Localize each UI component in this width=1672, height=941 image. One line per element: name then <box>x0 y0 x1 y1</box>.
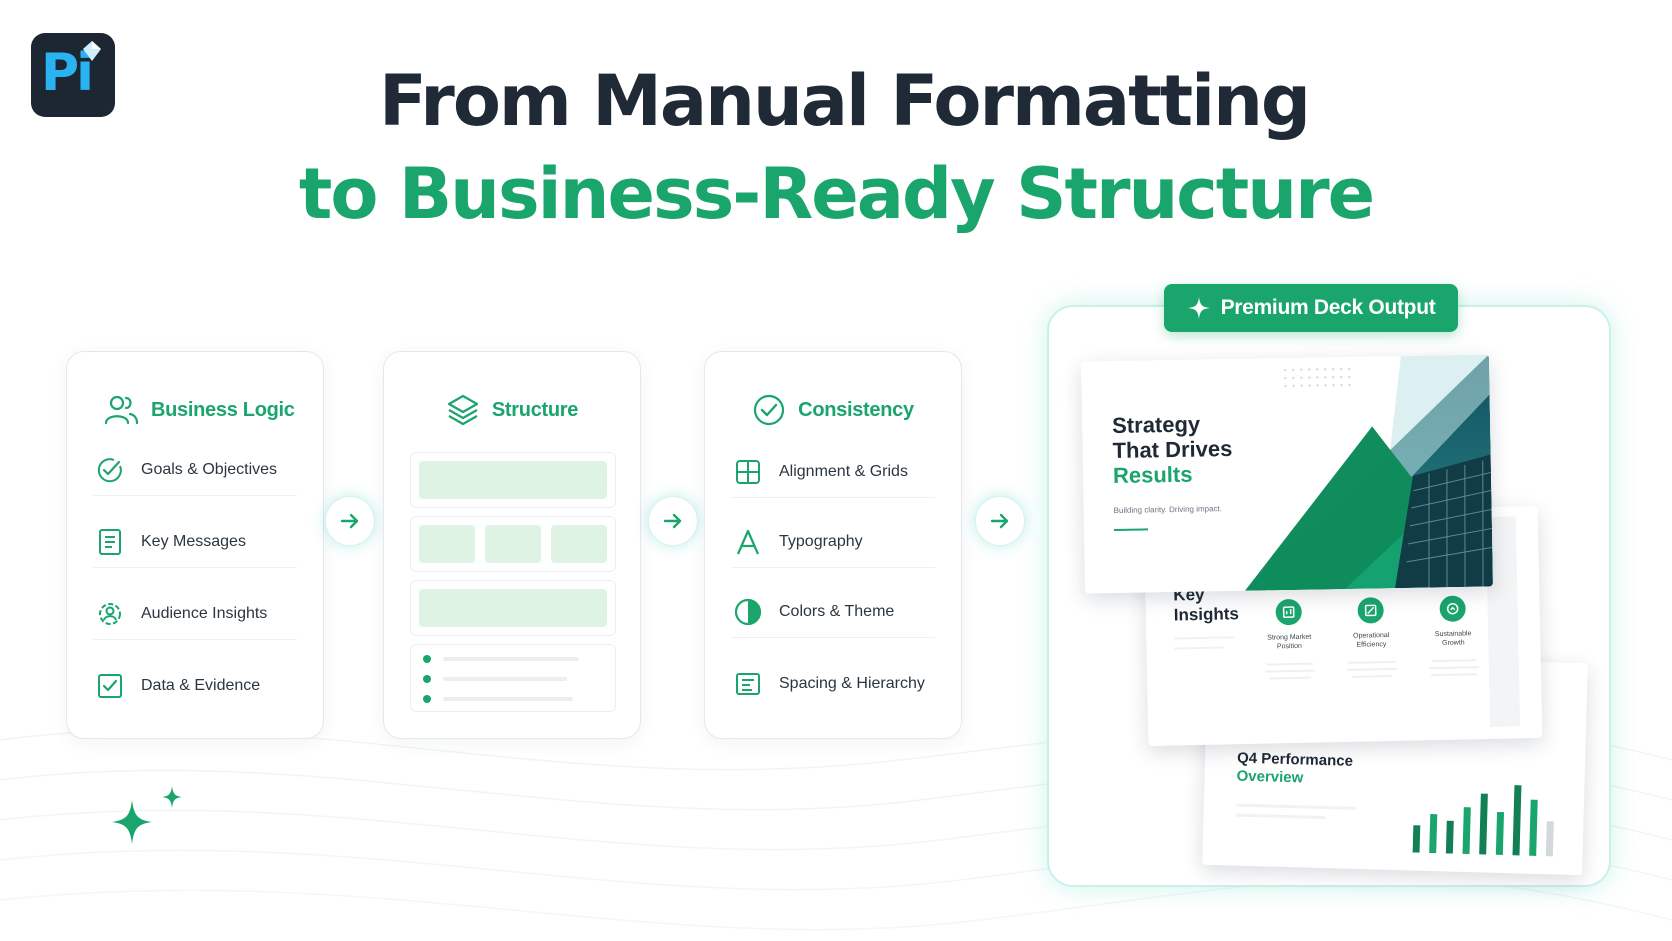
headline-line-2: to Business-Ready Structure <box>298 153 1375 235</box>
card-business-logic: Business Logic Goals & Objectives Key Me… <box>66 351 324 739</box>
slide-subtitle: Building clarity. Driving impact. <box>1113 504 1223 516</box>
chart-doc-icon <box>1282 606 1295 618</box>
list-item: Alignment & Grids <box>731 446 935 498</box>
list-item: Audience Insights <box>93 588 297 640</box>
card-consistency: Consistency Alignment & Grids Typography… <box>704 351 962 739</box>
chart-bar <box>1462 807 1471 855</box>
chart-bar <box>1529 799 1538 856</box>
premium-deck-output-badge: Premium Deck Output <box>1164 284 1458 332</box>
chart-bar <box>1412 825 1421 853</box>
slide-q4-performance: Q4 Performance Overview <box>1202 652 1588 876</box>
layout-block-body <box>410 580 616 636</box>
card-title: Structure <box>491 398 579 421</box>
diamond-icon <box>83 41 101 61</box>
bar-chart <box>1412 785 1554 857</box>
headline-line-1: From Manual Formatting <box>378 60 1311 142</box>
typography-icon <box>736 529 760 554</box>
growth-icon <box>1446 602 1459 615</box>
list-item: Colors & Theme <box>731 586 935 638</box>
building-image <box>1245 354 1493 591</box>
flow-arrow <box>648 496 698 546</box>
audience-gear-icon <box>99 602 121 625</box>
card-title: Consistency <box>798 398 914 421</box>
contrast-icon <box>734 598 762 625</box>
list-item: Data & Evidence <box>93 660 297 712</box>
check-circle-icon <box>754 394 785 426</box>
layout-block-columns <box>410 516 616 572</box>
sparkle-icon <box>1187 297 1210 319</box>
grid-icon <box>736 459 760 484</box>
flow-arrow <box>975 496 1025 546</box>
target-check-icon <box>97 457 122 482</box>
slide-title: Q4 Performance Overview <box>1236 749 1354 787</box>
slide-title: Strategy That Drives Results <box>1111 411 1233 489</box>
dot-pattern-decoration <box>1283 367 1351 388</box>
hierarchy-icon <box>736 673 760 695</box>
list-item: Typography <box>731 516 935 568</box>
flow-arrow <box>325 496 375 546</box>
layout-block-list <box>410 644 616 712</box>
list-item: Key Messages <box>93 516 297 568</box>
document-icon <box>99 528 121 555</box>
chart-bar <box>1545 821 1554 857</box>
card-structure: Structure <box>383 351 641 739</box>
sparkle-icon <box>112 786 182 844</box>
slide-strategy: Strategy That Drives Results Building cl… <box>1081 354 1493 594</box>
card-title: Business Logic <box>151 398 295 421</box>
users-icon <box>104 395 139 425</box>
chart-bar <box>1429 814 1438 854</box>
efficiency-icon <box>1364 604 1377 617</box>
app-logo[interactable]: Pi <box>31 33 115 117</box>
layers-icon <box>447 394 478 426</box>
chart-bar <box>1495 811 1505 856</box>
chart-bar <box>1445 820 1454 854</box>
chart-bar <box>1512 785 1522 856</box>
arrow-right-icon <box>340 513 359 529</box>
logo-text: Pi <box>41 43 94 103</box>
arrow-right-icon <box>990 513 1009 529</box>
arrow-right-icon <box>663 513 682 529</box>
list-item: Spacing & Hierarchy <box>731 658 935 710</box>
list-item: Goals & Objectives <box>93 444 297 496</box>
checkbox-icon <box>98 674 122 698</box>
chart-bar <box>1479 793 1488 855</box>
layout-block-header <box>410 452 616 508</box>
